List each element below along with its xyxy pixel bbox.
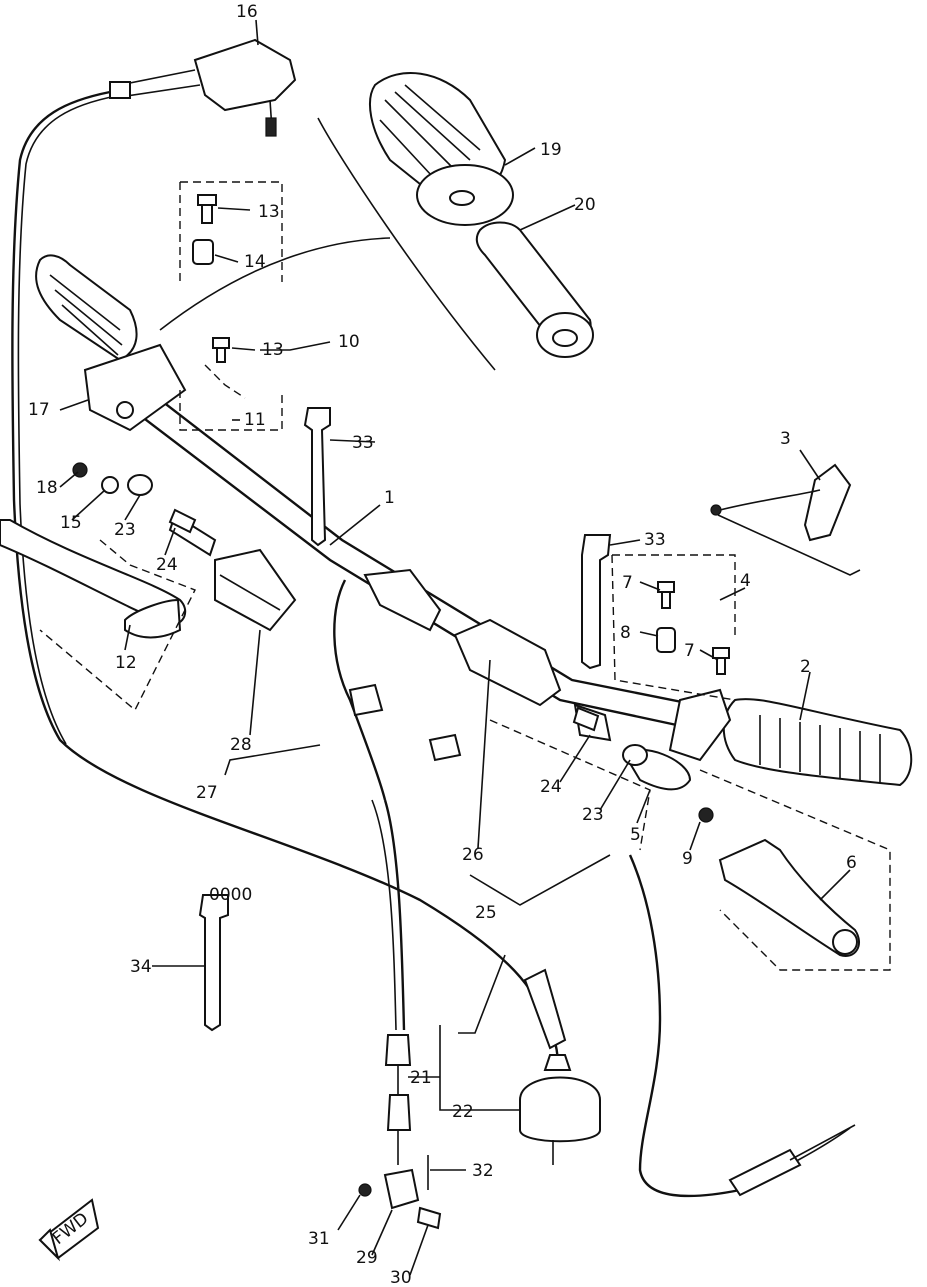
label-2: 2	[800, 657, 811, 677]
label-15: 15	[60, 513, 82, 533]
label-6: 6	[846, 853, 857, 873]
right-grip	[722, 698, 913, 787]
label-24-left: 24	[156, 555, 178, 575]
cable-housing	[348, 568, 612, 762]
label-30: 30	[390, 1268, 412, 1287]
label-4: 4	[740, 571, 751, 591]
label-28: 28	[230, 735, 252, 755]
label-7-lower: 7	[684, 641, 695, 661]
label-25: 25	[475, 903, 497, 923]
label-29: 29	[356, 1248, 378, 1268]
left-grip	[35, 254, 138, 362]
label-16: 16	[236, 2, 258, 22]
label-18: 18	[36, 478, 58, 498]
label-13-upper: 13	[258, 202, 280, 222]
label-9: 9	[682, 849, 693, 869]
label-31: 31	[308, 1229, 330, 1249]
label-23-right: 23	[582, 805, 604, 825]
label-13-lower: 13	[262, 340, 284, 360]
left-lever-bracket	[0, 343, 187, 639]
tie-strap-text: 0000	[209, 885, 252, 905]
part-labels: 16 19 20 13 14 13 10 11 17 18 15 23 24 3…	[28, 2, 857, 1287]
label-14: 14	[244, 252, 266, 272]
label-1: 1	[384, 488, 395, 508]
right-lever	[623, 688, 860, 957]
label-32: 32	[472, 1161, 494, 1181]
label-20: 20	[574, 195, 596, 215]
label-23-left: 23	[114, 520, 136, 540]
label-34: 34	[130, 957, 152, 977]
label-26: 26	[462, 845, 484, 865]
label-10: 10	[338, 332, 360, 352]
label-33-right: 33	[644, 530, 666, 550]
leader-lines	[59, 19, 851, 1276]
label-12: 12	[115, 653, 137, 673]
label-19: 19	[540, 140, 562, 160]
label-17: 17	[28, 400, 50, 420]
group-outlines	[39, 181, 891, 971]
tie-straps: 0000	[198, 407, 612, 1032]
right-switch	[710, 463, 852, 542]
label-33-left: 33	[352, 433, 374, 453]
label-8: 8	[620, 623, 631, 643]
tie-strap-text-34: 0000	[209, 885, 252, 905]
label-21: 21	[410, 1068, 432, 1088]
fwd-arrow: FWD	[38, 1198, 100, 1262]
right-grip-exploded	[159, 72, 594, 371]
label-22: 22	[452, 1102, 474, 1122]
throttle-housing	[109, 38, 297, 137]
fasteners	[72, 194, 730, 766]
label-27: 27	[196, 783, 218, 803]
label-7-upper: 7	[622, 573, 633, 593]
label-24-right: 24	[540, 777, 562, 797]
cables	[11, 90, 851, 1198]
lower-cable-end	[358, 968, 856, 1230]
label-11: 11	[244, 410, 266, 430]
label-5: 5	[630, 825, 641, 845]
label-3: 3	[780, 429, 791, 449]
